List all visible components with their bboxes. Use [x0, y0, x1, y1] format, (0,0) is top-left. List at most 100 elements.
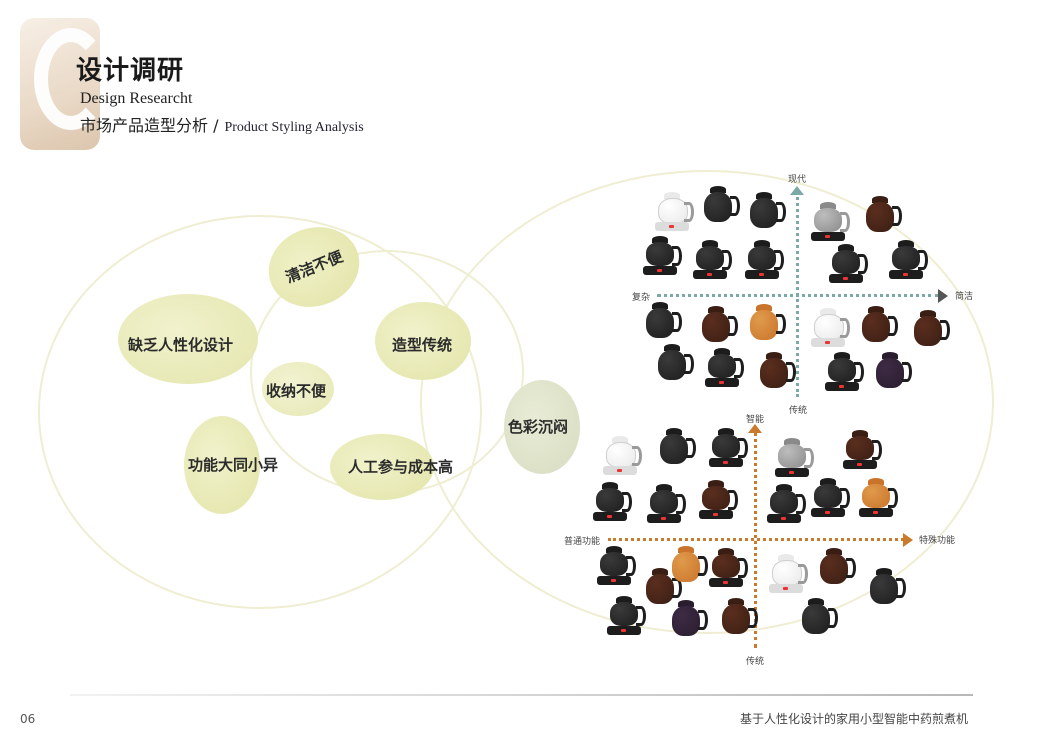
product-kettle-image — [908, 308, 950, 350]
product-kettle-image — [696, 304, 738, 346]
footer-doc-title: 基于人性化设计的家用小型智能中药煎煮机 — [740, 712, 969, 726]
kettle-indicator-light — [839, 385, 844, 388]
product-kettle-image — [666, 598, 708, 640]
kettle-lid — [882, 352, 898, 359]
kettle-handle — [748, 608, 758, 628]
kettle-lid — [868, 306, 884, 313]
kettle-body — [660, 434, 688, 464]
kettle-lid — [602, 482, 618, 489]
kettle-handle — [798, 564, 808, 584]
kettle-body — [708, 354, 736, 378]
kettle-lid — [754, 240, 770, 247]
kettle-body — [610, 602, 638, 626]
kettle-indicator-light — [825, 235, 830, 238]
product-kettle-image — [654, 426, 696, 468]
kettle-body — [750, 310, 778, 340]
kettle-body — [828, 358, 856, 382]
kettle-lid — [616, 596, 632, 603]
kettle-handle — [728, 490, 738, 510]
kettle-indicator-light — [825, 511, 830, 514]
product-kettle-image — [706, 546, 748, 588]
kettle-body — [646, 574, 674, 604]
product-kettle-image — [696, 478, 738, 520]
pain-point-label: 收纳不便 — [266, 382, 327, 400]
kettle-indicator-light — [713, 513, 718, 516]
kettle-lid — [820, 202, 836, 209]
kettle-handle — [846, 558, 856, 578]
kettle-lid — [756, 304, 772, 311]
kettle-indicator-light — [621, 629, 626, 632]
product-kettle-image — [754, 350, 796, 392]
kettle-body — [770, 490, 798, 514]
kettle-lid — [756, 192, 772, 199]
kettle-handle — [730, 196, 740, 216]
product-kettle-image — [706, 426, 748, 468]
kettle-body — [658, 350, 686, 380]
kettle-handle — [918, 250, 928, 270]
kettle-lid — [606, 546, 622, 553]
kettle-body — [862, 484, 890, 508]
subtitle-cn-text: 市场产品造型分析 / — [80, 116, 219, 135]
product-kettle-image — [808, 476, 850, 518]
product-kettle-image — [600, 434, 642, 476]
pain-point-label: 造型传统 — [392, 336, 453, 354]
footer-divider — [70, 694, 973, 696]
kettle-body — [750, 198, 778, 228]
kettle-lid — [652, 302, 668, 309]
kettle-lid — [820, 308, 836, 315]
quadrant-top-h-axis — [657, 294, 939, 297]
kettle-body — [814, 484, 842, 508]
kettle-handle — [776, 202, 786, 222]
kettle-indicator-light — [669, 225, 674, 228]
product-kettle-image — [644, 482, 686, 524]
kettle-lid — [728, 598, 744, 605]
kettle-lid — [876, 568, 892, 575]
product-kettle-image — [840, 428, 882, 470]
kettle-lid — [708, 480, 724, 487]
pain-point-label: 人工参与成本高 — [348, 458, 454, 476]
kettle-body — [866, 202, 894, 232]
product-kettle-image — [808, 306, 850, 348]
product-kettle-image — [826, 242, 868, 284]
kettle-handle — [776, 314, 786, 334]
kettle-lid — [652, 236, 668, 243]
kettle-handle — [626, 556, 636, 576]
kettle-handle — [636, 606, 646, 626]
kettle-body — [722, 604, 750, 634]
kettle-lid — [766, 352, 782, 359]
pain-point-label: 色彩沉闷 — [508, 418, 569, 436]
kettle-handle — [902, 362, 912, 382]
kettle-indicator-light — [661, 517, 666, 520]
kettle-body — [820, 554, 848, 584]
kettle-body — [832, 250, 860, 274]
product-kettle-image — [698, 184, 740, 226]
kettle-indicator-light — [719, 381, 724, 384]
kettle-indicator-light — [843, 277, 848, 280]
kettle-handle — [686, 438, 696, 458]
kettle-body — [870, 574, 898, 604]
kettle-body — [712, 434, 740, 458]
kettle-lid — [868, 478, 884, 485]
kettle-indicator-light — [781, 517, 786, 520]
kettle-body — [702, 486, 730, 510]
product-kettle-image — [814, 546, 856, 588]
kettle-lid — [838, 244, 854, 251]
kettle-handle — [698, 610, 708, 630]
pain-point-label: 缺乏人性化设计 — [128, 336, 234, 354]
product-kettle-image — [808, 200, 850, 242]
kettle-lid — [834, 352, 850, 359]
kettle-body — [760, 358, 788, 388]
kettle-lid — [920, 310, 936, 317]
kettle-indicator-light — [789, 471, 794, 474]
kettle-lid — [898, 240, 914, 247]
kettle-lid — [714, 348, 730, 355]
kettle-indicator-light — [723, 581, 728, 584]
kettle-handle — [892, 206, 902, 226]
kettle-handle — [722, 250, 732, 270]
kettle-handle — [684, 354, 694, 374]
kettle-lid — [852, 430, 868, 437]
kettle-handle — [840, 318, 850, 338]
product-kettle-image — [690, 238, 732, 280]
product-kettle-image — [744, 302, 786, 344]
kettle-handle — [796, 494, 806, 514]
